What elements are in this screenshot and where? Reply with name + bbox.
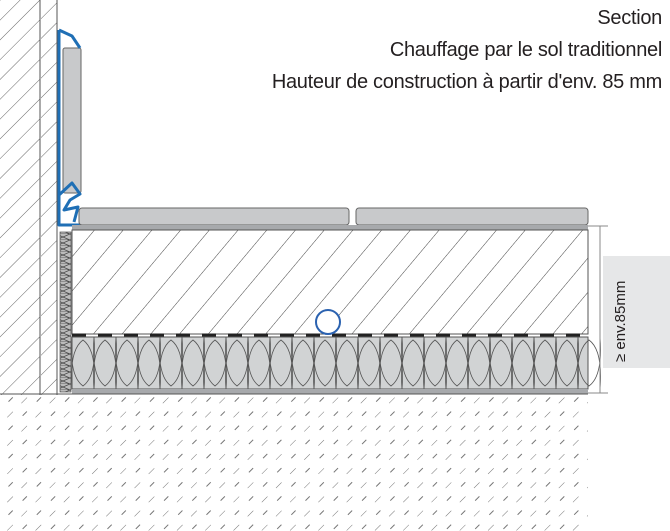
- insulation-loop: [555, 336, 579, 390]
- floor-tile: [78, 207, 350, 226]
- insulation-loop: [357, 336, 381, 390]
- title-height: Hauteur de construction à partir d'env. …: [271, 71, 662, 93]
- insulation-loop: [511, 336, 535, 390]
- concrete-subfloor: [0, 395, 588, 531]
- insulation-loop: [401, 336, 425, 390]
- wall-plaster: [41, 0, 57, 395]
- floor-tile: [355, 207, 589, 226]
- insulation-loop: [533, 336, 557, 390]
- wall: [0, 0, 40, 395]
- insulation-loop: [313, 336, 337, 390]
- dimension-line: [588, 225, 608, 394]
- insulation-loop: [115, 336, 139, 390]
- insulation-loop: [291, 336, 315, 390]
- insulation-loop: [71, 336, 95, 390]
- insulation-loop: [445, 336, 469, 390]
- insulation-loop: [335, 336, 359, 390]
- title-section: Section: [597, 7, 662, 29]
- insulation-loop: [489, 336, 513, 390]
- insulation-loop: [423, 336, 447, 390]
- wall-tile: [62, 47, 82, 194]
- heating-pipe: [315, 309, 341, 335]
- insulation-loop: [247, 336, 271, 390]
- insulation-loop: [379, 336, 403, 390]
- insulation-loop: [225, 336, 249, 390]
- insulation-loop: [269, 336, 293, 390]
- insulation-loop: [467, 336, 491, 390]
- dimension-label: ≥ env.85mm: [612, 280, 629, 362]
- insulation-loop: [181, 336, 205, 390]
- title-system: Chauffage par le sol traditionnel: [389, 39, 662, 61]
- insulation-loop: [203, 336, 227, 390]
- dimension-label-box: [603, 256, 670, 368]
- insulation-loop: [137, 336, 161, 390]
- insulation-loop: [93, 336, 117, 390]
- insulation-loop: [159, 336, 183, 390]
